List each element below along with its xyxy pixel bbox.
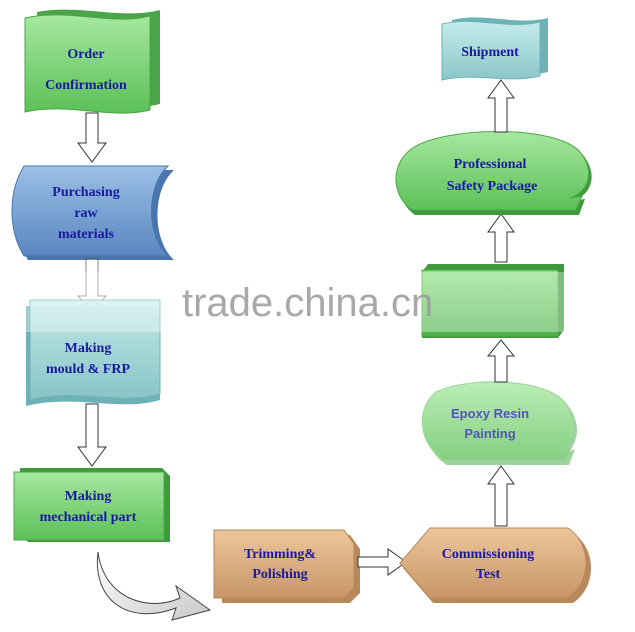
step-label-line: raw: [74, 206, 98, 221]
step-label-line: Confirmation: [45, 78, 127, 93]
watermark-band: [0, 272, 635, 332]
up-arrow-icon: [487, 79, 515, 133]
up-arrow-icon: [486, 339, 516, 383]
step-label-line: mould & FRP: [46, 362, 130, 377]
step-label-line: Epoxy Resin: [451, 406, 529, 421]
step-label-line: Painting: [464, 426, 515, 441]
step-label-line: Making: [65, 341, 112, 356]
shipment-step: Shipment: [441, 17, 548, 81]
trimming-polishing-step: Trimming& Polishing: [213, 529, 360, 603]
curved-arrow-icon: [96, 551, 212, 621]
order-confirmation-step: Order Confirmation: [24, 9, 160, 114]
step-label-line: Purchasing: [52, 185, 119, 200]
step-label-line: materials: [58, 227, 115, 242]
purchasing-raw-materials-step: Purchasing raw materials: [11, 165, 174, 260]
down-arrow-icon: [77, 403, 107, 467]
intermediate-process-box: [421, 264, 564, 338]
commissioning-test-step: Commissioning Test: [399, 527, 591, 603]
professional-safety-package-step: Professional Safety Package: [395, 131, 592, 215]
step-label-line: Safety Package: [447, 179, 538, 194]
making-mechanical-part-step: Making mechanical part: [13, 468, 170, 542]
step-label-line: Polishing: [252, 567, 307, 582]
up-arrow-icon: [487, 465, 515, 527]
up-arrow-icon: [487, 213, 515, 263]
down-arrow-icon: [77, 112, 107, 163]
step-label-line: Test: [476, 567, 501, 582]
epoxy-resin-painting-step: Epoxy Resin Painting: [421, 381, 577, 465]
step-label-line: Commissioning: [442, 547, 535, 562]
step-label-line: Shipment: [461, 45, 519, 60]
making-mould-frp-step: Making mould & FRP: [26, 299, 161, 406]
step-label-line: mechanical part: [40, 510, 137, 525]
step-label-line: Order: [67, 47, 104, 62]
step-label-line: Making: [65, 489, 112, 504]
watermark-text: trade.china.cn: [182, 281, 433, 325]
step-label-line: Professional: [454, 157, 527, 172]
step-label-line: Trimming&: [244, 547, 316, 562]
right-arrow-icon: [357, 548, 407, 576]
